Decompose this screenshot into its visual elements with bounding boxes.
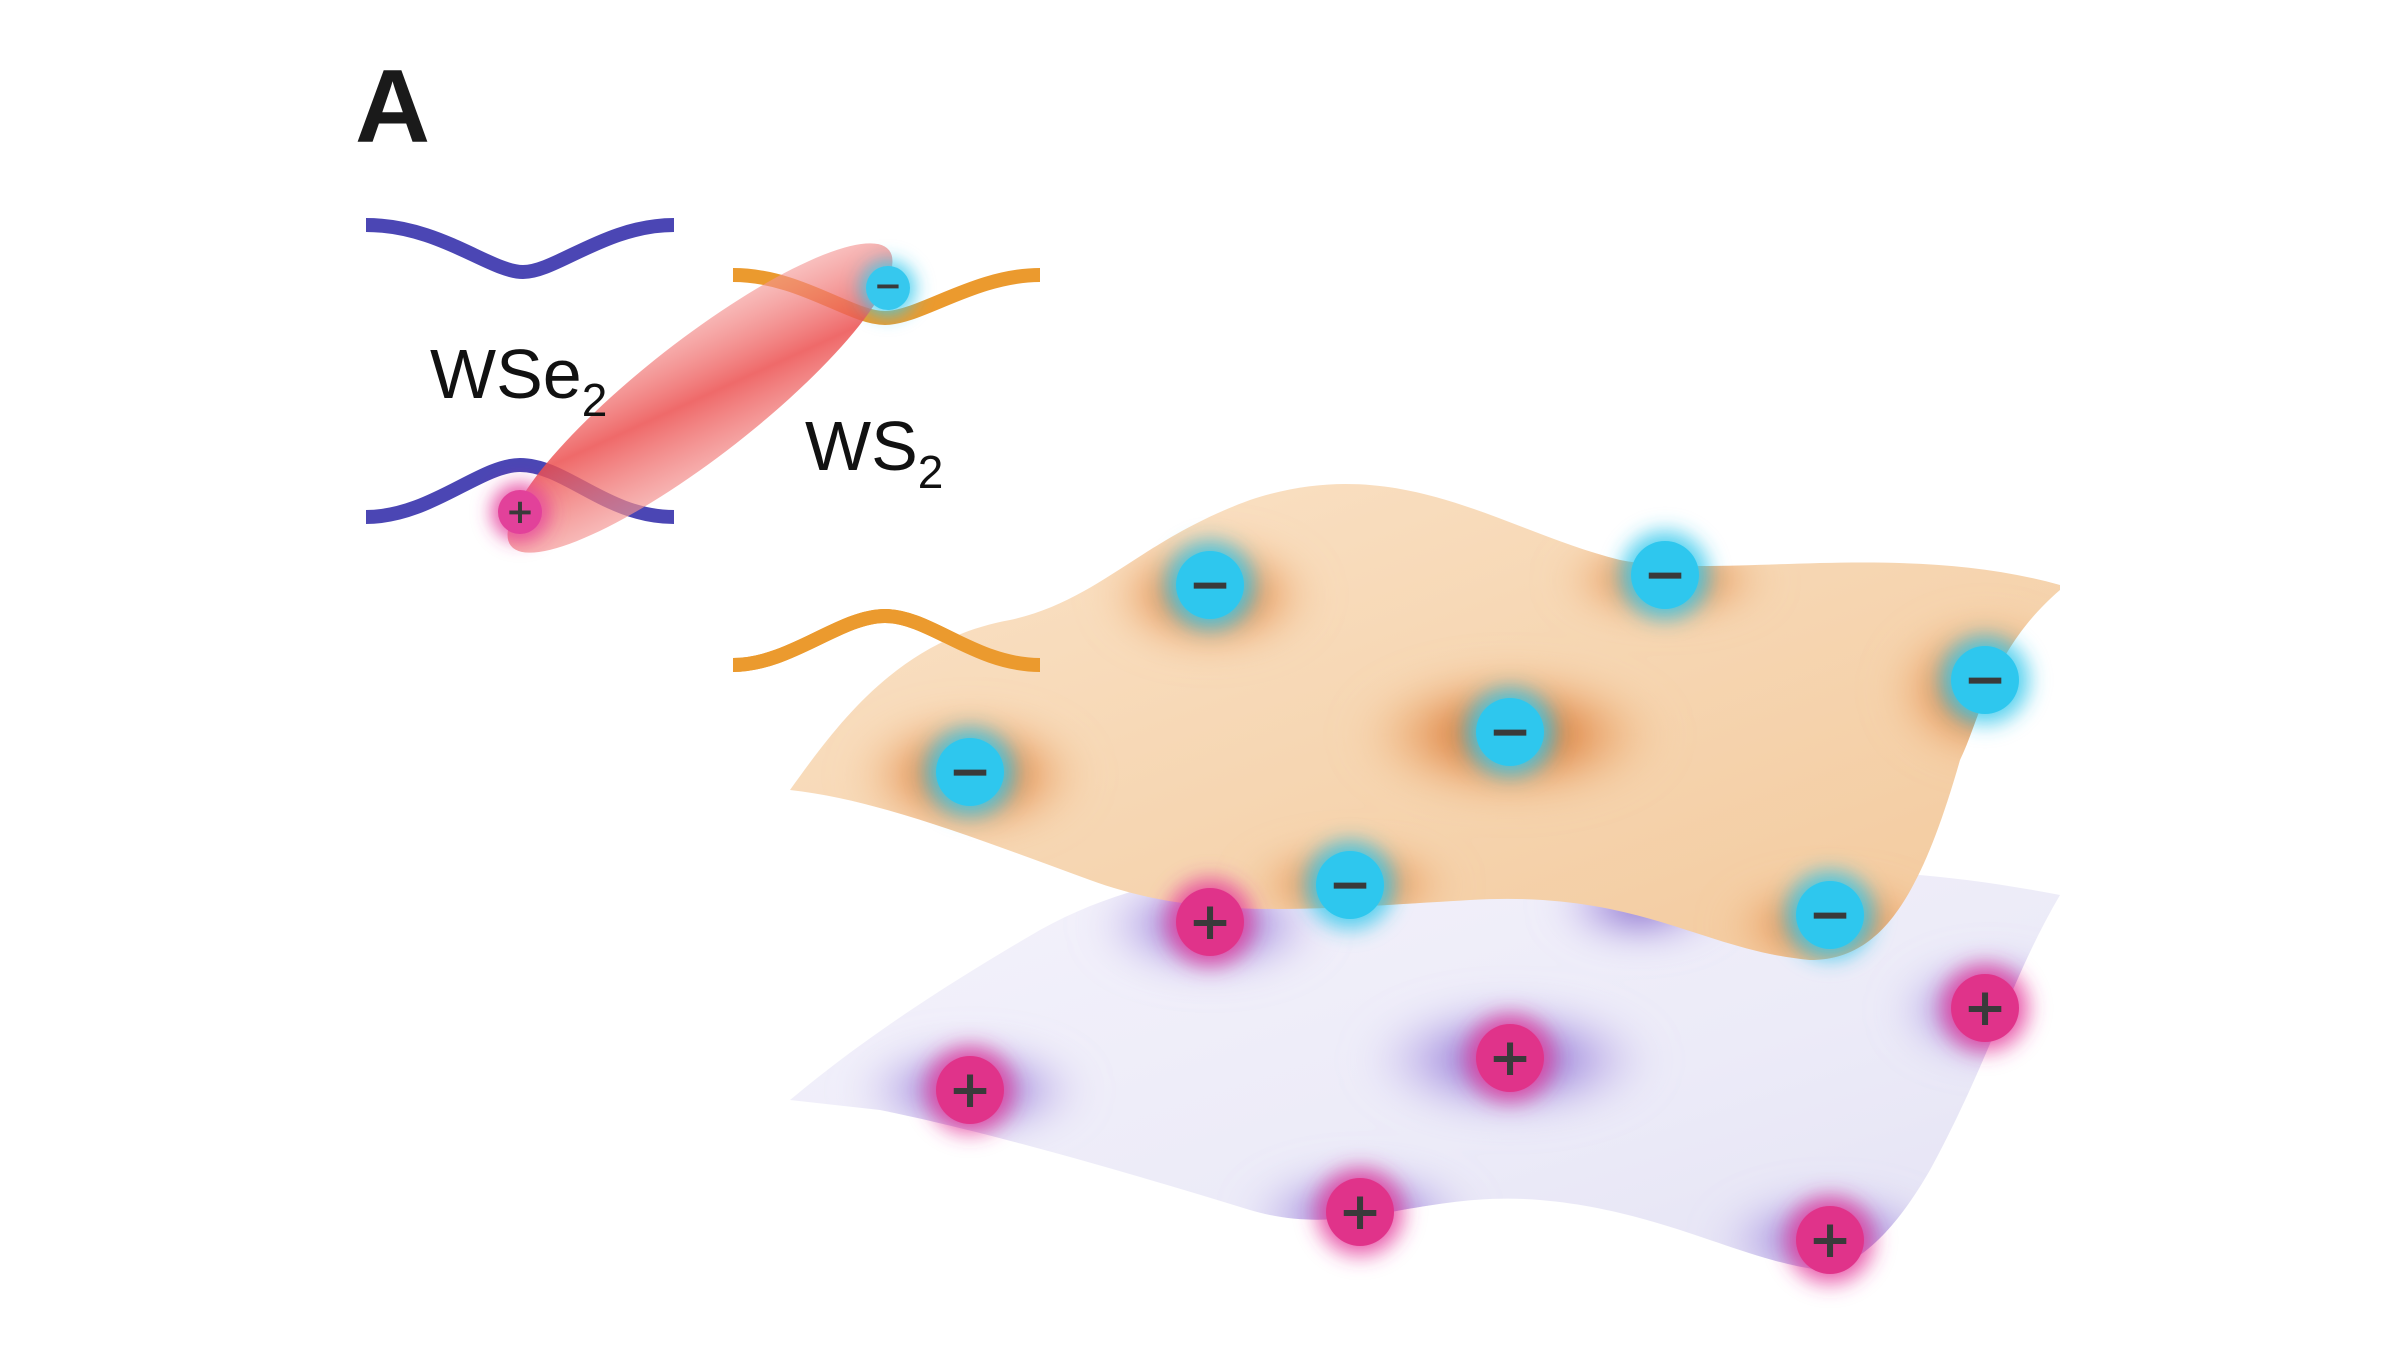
electron-sign: − bbox=[1488, 702, 1532, 762]
hole-sign: + bbox=[1488, 1028, 1532, 1088]
electron-sign: − bbox=[1643, 545, 1687, 605]
interlayer-exciton-cloud bbox=[507, 243, 893, 553]
panel-label: A bbox=[355, 49, 430, 165]
interlayer-links-front bbox=[965, 750, 1990, 1175]
ws2-label: WS2 bbox=[805, 407, 943, 498]
electron-minus-icon: − bbox=[916, 718, 1024, 826]
wse2-label: WSe2 bbox=[430, 335, 607, 426]
hole-plus-icon: + bbox=[1776, 1186, 1884, 1294]
electron-sign: − bbox=[1808, 885, 1852, 945]
hole-plus-icon: + bbox=[1306, 1158, 1414, 1266]
electron-sign: − bbox=[1328, 855, 1372, 915]
electron-minus-icon: − bbox=[1931, 626, 2039, 734]
hole-plus-icon: + bbox=[1456, 1004, 1564, 1112]
electrons-layer: − − − − − − − bbox=[916, 521, 2039, 969]
svg-text:+: + bbox=[506, 492, 535, 532]
electron-sign: − bbox=[1188, 555, 1232, 615]
hole-sign: + bbox=[1808, 1210, 1852, 1270]
electron-minus-icon: − bbox=[1611, 521, 1719, 629]
electron-minus-icon: − bbox=[854, 254, 922, 322]
electron-minus-icon: − bbox=[1776, 861, 1884, 969]
hole-plus-icon: + bbox=[1931, 954, 2039, 1062]
hole-plus-icon: + bbox=[916, 1036, 1024, 1144]
hole-sign: + bbox=[1188, 892, 1232, 952]
electron-sign: − bbox=[948, 742, 992, 802]
hole-plus-icon: + bbox=[484, 476, 556, 548]
svg-text:−: − bbox=[874, 266, 903, 306]
electron-minus-icon: − bbox=[1156, 531, 1264, 639]
electron-minus-icon: − bbox=[1296, 831, 1404, 939]
electron-minus-icon: − bbox=[1456, 678, 1564, 786]
hole-sign: + bbox=[948, 1060, 992, 1120]
hole-sign: + bbox=[1963, 978, 2007, 1038]
band-alignment-schematic: − + WSe2 WS2 bbox=[365, 218, 1041, 672]
holes-layer: + + + + + + bbox=[916, 868, 2039, 1294]
wse2-conduction-band bbox=[365, 218, 675, 280]
hole-plus-icon: + bbox=[1156, 868, 1264, 976]
hole-sign: + bbox=[1338, 1182, 1382, 1242]
ws2-band-front bbox=[732, 608, 1041, 672]
electron-sign: − bbox=[1963, 650, 2007, 710]
